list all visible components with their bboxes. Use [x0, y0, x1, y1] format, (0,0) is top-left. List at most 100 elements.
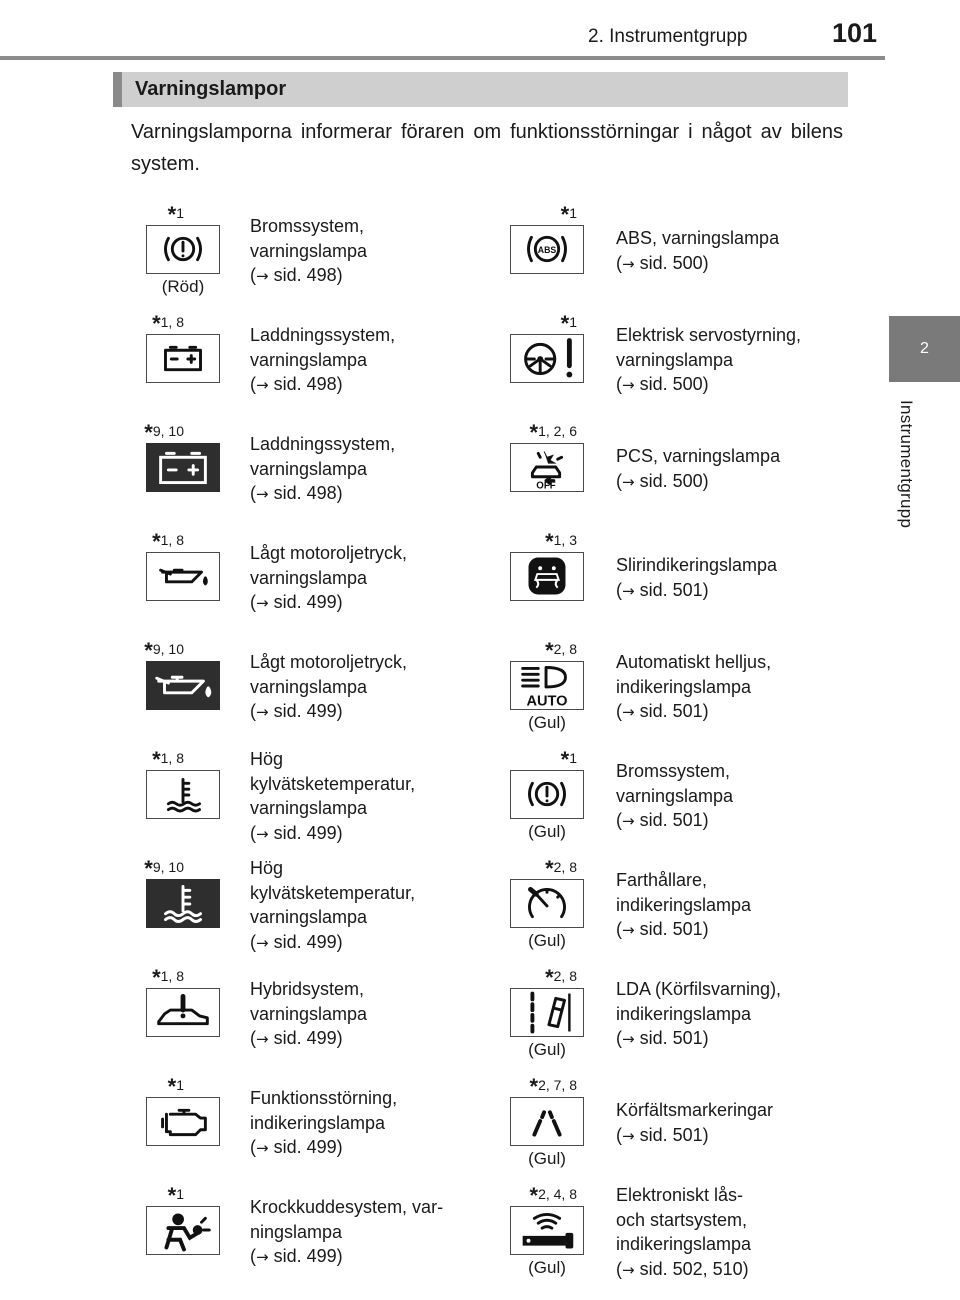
arrow-icon: →: [622, 472, 635, 491]
arrow-icon: →: [622, 921, 635, 939]
lamp-name-line: indikeringslampa: [616, 894, 752, 915]
footnote-numbers: 2, 4, 8: [538, 1186, 577, 1202]
lamp-description: Laddningssystem,varningslampa (→ sid. 49…: [250, 432, 465, 507]
lamp-name-line: varningslampa: [250, 349, 368, 370]
page-reference-text: sid. 502, 510): [639, 1258, 749, 1279]
intro-paragraph: Varningslamporna informerar föraren om f…: [131, 121, 843, 175]
icon-frame: [146, 1206, 220, 1255]
page-reference-text: sid. 499): [273, 1137, 343, 1157]
lamp-name-line: Elektroniskt lås-: [616, 1185, 744, 1205]
lamp-name-line: indikeringslampa: [616, 1234, 752, 1254]
footnote-numbers: 2, 7, 8: [538, 1077, 577, 1093]
icon-frame: [146, 879, 220, 928]
asterisk-glyph: *: [152, 747, 161, 772]
footnote-mark: *1: [561, 311, 577, 337]
lamp-name-line: indikeringslampa: [250, 1112, 386, 1133]
side-tab-number: 2: [920, 340, 929, 357]
arrow-icon: →: [256, 485, 269, 503]
lamp-name-line: och startsystem,: [616, 1209, 748, 1230]
page-reference-text: sid. 499): [273, 1028, 343, 1048]
lamp-row: *1 Funktionsstörning,indikeringslampa (→…: [113, 1072, 848, 1181]
lamp-description: Körfältsmarkeringar (→ sid. 501): [616, 1098, 831, 1148]
lamp-name-line: ABS, varningslampa: [616, 228, 780, 248]
battery-outline-icon: [164, 345, 202, 372]
lamp-name-line: varningslampa: [250, 798, 368, 818]
icon-frame: [146, 770, 220, 819]
warning-lamp-entry: *1 (Gul) Bromssystem,varningslampa (→ si…: [491, 745, 848, 854]
icon-frame: [510, 1097, 584, 1146]
lamp-description: Krockkuddesystem, var-ningslampa (→ sid.…: [250, 1195, 465, 1270]
lamp-row: *9, 10 Lågt motoroljetryck,varningslampa…: [113, 636, 848, 745]
page-reference: (→ sid. 499): [250, 592, 343, 612]
icon-frame: [146, 988, 220, 1037]
warning-lamp-entry: *1, 8 Laddningssystem,varningslampa (→ s…: [113, 309, 470, 418]
footnote-mark: *1, 8: [152, 965, 184, 991]
footnote-mark: *2, 8: [545, 638, 577, 664]
lamp-description: Lågt motoroljetryck,varningslampa (→ sid…: [250, 650, 465, 725]
asterisk-glyph: *: [144, 856, 153, 881]
lamp-name-line: Körfältsmarkeringar: [616, 1100, 774, 1120]
asterisk-glyph: *: [545, 856, 554, 881]
lamp-name-line: Bromssystem,: [616, 761, 731, 781]
footnote-mark: *1: [168, 202, 184, 228]
page-reference-text: sid. 500): [639, 470, 709, 491]
lamp-name-line: Hög: [250, 858, 284, 878]
page-reference-text: sid. 501): [639, 919, 709, 939]
lamp-name-line: Krockkuddesystem, var-: [250, 1197, 444, 1217]
lamp-name-line: Hög: [250, 749, 284, 769]
arrow-icon: →: [622, 254, 635, 273]
footnote-mark: *1, 8: [152, 529, 184, 555]
svg-text:ABS: ABS: [538, 245, 557, 255]
lamp-name-line: Lågt motoroljetryck,: [250, 543, 408, 563]
engine-malfunction-icon: [161, 1108, 207, 1137]
footnote-mark: *9, 10: [144, 638, 184, 664]
footnote-numbers: 2, 8: [553, 641, 577, 657]
page-reference-text: sid. 498): [273, 265, 343, 285]
asterisk-glyph: *: [545, 638, 554, 663]
section-title: Varningslampor: [135, 78, 287, 100]
icon-frame: [510, 334, 584, 383]
footnote-mark: *9, 10: [144, 420, 184, 446]
header-rule: [0, 56, 885, 60]
arrow-icon: →: [622, 376, 635, 394]
footnote-mark: *1, 2, 6: [530, 420, 577, 446]
warning-lamp-entry: *1, 3 Slirindikeringslampa (→ sid. 501): [491, 527, 848, 636]
footnote-numbers: 9, 10: [152, 641, 184, 657]
footnote-mark: *1, 8: [152, 747, 184, 773]
icon-frame: [510, 552, 584, 601]
icon-frame: [510, 770, 584, 819]
lamp-color-note: (Gul): [528, 1149, 566, 1168]
lamp-description: Funktionsstörning,indikeringslampa (→ si…: [250, 1086, 465, 1161]
footnote-numbers: 1, 8: [160, 968, 184, 984]
page-reference: (→ sid. 499): [250, 701, 343, 721]
footnote-numbers: 1, 8: [160, 532, 184, 548]
side-tab-label: Instrumentgrupp: [897, 400, 916, 529]
icon-frame: ABS: [510, 225, 584, 274]
arrow-icon: →: [622, 1260, 635, 1279]
page-reference: (→ sid. 499): [250, 1137, 343, 1157]
asterisk-glyph: *: [144, 420, 153, 445]
warning-lamp-entry: *2, 7, 8 (Gul) Körfältsmarkeringar (→ si…: [491, 1072, 848, 1181]
lamp-name-line: varningslampa: [616, 785, 734, 806]
asterisk-glyph: *: [529, 420, 539, 445]
page-reference: (→ sid. 501): [616, 919, 709, 939]
lamp-description: Lågt motoroljetryck,varningslampa (→ sid…: [250, 541, 465, 616]
lamp-color-note: (Röd): [161, 277, 205, 296]
footnote-mark: *1: [561, 202, 577, 228]
lane-markings-icon: [532, 1110, 562, 1137]
asterisk-glyph: *: [167, 202, 177, 227]
footnote-mark: *1: [168, 1183, 184, 1209]
lamp-name-line: Farthållare,: [616, 870, 708, 890]
warning-lamp-entry: *1 ABS ABS, varningslampa (→ sid. 500): [491, 200, 848, 309]
auto-high-beam-icon: AUTO: [521, 666, 568, 709]
footnote-mark: *1, 3: [545, 529, 577, 555]
lamp-description: PCS, varningslampa (→ sid. 500): [616, 444, 831, 494]
page-reference: (→ sid. 501): [616, 1028, 709, 1048]
asterisk-glyph: *: [152, 529, 161, 554]
page-reference: (→ sid. 501): [616, 701, 709, 721]
asterisk-glyph: *: [167, 1183, 177, 1208]
lamp-color-note: (Gul): [528, 931, 566, 950]
lamp-name-line: Lågt motoroljetryck,: [250, 652, 408, 672]
